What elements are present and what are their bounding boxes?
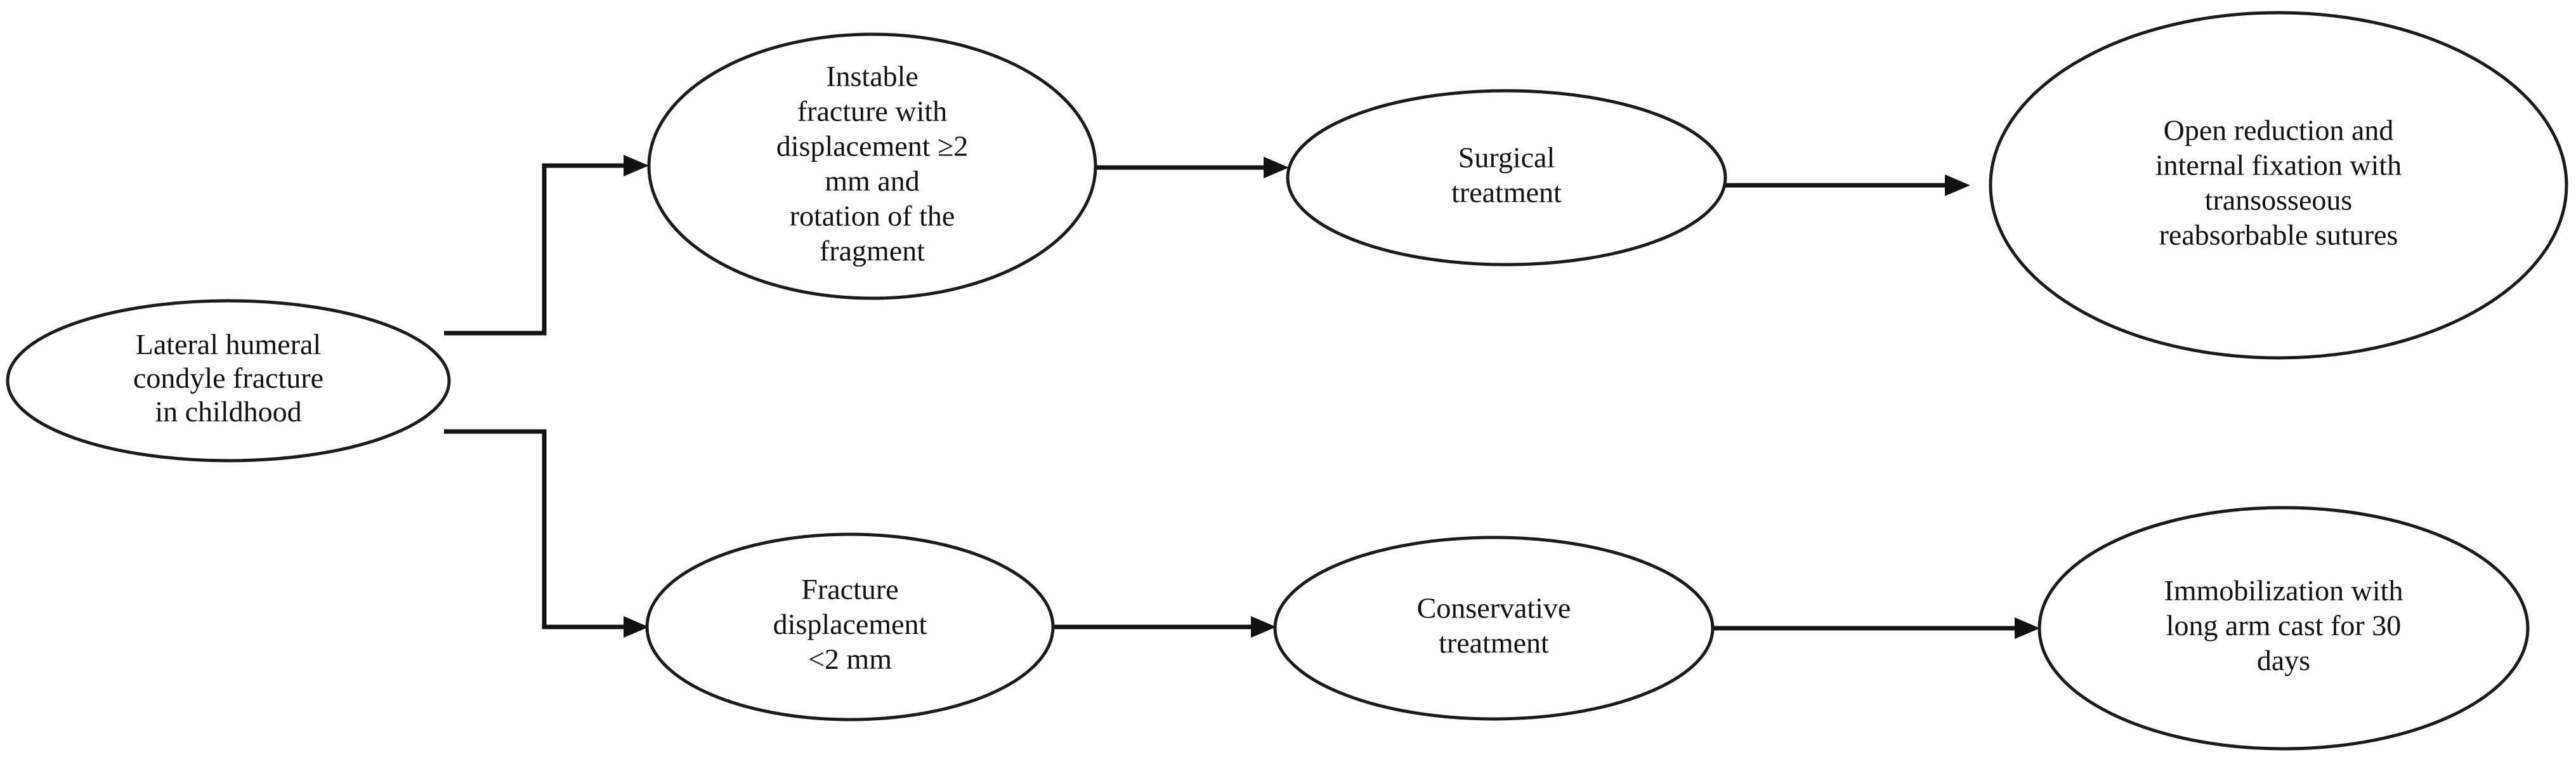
node-shape-open-reduction-internal-fixation xyxy=(1989,11,2568,360)
node-label-line: fragment xyxy=(820,234,925,267)
node-label-line: Open reduction and xyxy=(2164,114,2394,146)
node-label-line: <2 mm xyxy=(808,643,892,675)
edge-root-to-minimal-line xyxy=(444,429,634,629)
edges-layer xyxy=(444,155,2040,639)
node-label-line: in childhood xyxy=(155,395,301,428)
node-label-line: long arm cast for 30 xyxy=(2166,609,2401,642)
edge-root-to-instable xyxy=(444,155,649,336)
edge-minimal-to-conservative xyxy=(1053,616,1276,638)
node-shape-surgical-treatment xyxy=(1286,89,1727,267)
node-label-line: Surgical xyxy=(1458,141,1555,173)
edge-root-to-minimal-arrowhead xyxy=(624,616,649,638)
node-label-line: treatment xyxy=(1451,176,1562,208)
node-label-line: internal fixation with xyxy=(2155,148,2402,181)
node-label-line: days xyxy=(2257,644,2310,676)
edge-conservative-to-immobilization-arrowhead xyxy=(2015,617,2040,639)
node-shape-conservative-treatment xyxy=(1273,536,1715,721)
edge-surgical-to-orif xyxy=(1725,175,1970,196)
edge-instable-to-surgical-arrowhead xyxy=(1264,157,1289,178)
node-label-line: fracture with xyxy=(797,95,947,127)
node-label-line: reabsorbable sutures xyxy=(2159,218,2398,251)
node-label-line: mm and xyxy=(825,164,919,197)
node-label-line: displacement xyxy=(773,608,927,640)
node-shape-immobilization-long-arm-cast xyxy=(2037,506,2530,751)
node-label-line: Conservative xyxy=(1417,591,1571,624)
edge-instable-to-surgical xyxy=(1095,157,1289,178)
node-label-line: Lateral humeral xyxy=(136,328,321,360)
edge-root-to-instable-line xyxy=(444,163,634,336)
node-label-line: Instable xyxy=(826,60,919,92)
node-label-line: rotation of the xyxy=(790,199,955,232)
node-label-line: displacement ≥2 xyxy=(776,129,968,162)
edge-conservative-to-immobilization xyxy=(1713,617,2040,639)
node-label-line: condyle fracture xyxy=(133,362,324,394)
node-shape-lateral-humeral-condyle-fracture xyxy=(6,299,451,463)
node-label-line: treatment xyxy=(1439,626,1549,659)
node-shape-instable-fracture-criteria xyxy=(647,32,1097,300)
edge-root-to-minimal xyxy=(444,429,649,638)
node-label-line: Immobilization with xyxy=(2164,574,2403,607)
node-label-line: transosseous xyxy=(2205,183,2353,216)
edge-root-to-instable-arrowhead xyxy=(624,155,649,176)
node-shape-fracture-displacement-under-2mm xyxy=(645,532,1055,721)
edge-surgical-to-orif-arrowhead xyxy=(1945,175,1970,196)
edge-minimal-to-conservative-arrowhead xyxy=(1251,616,1276,638)
node-label-line: Fracture xyxy=(801,573,898,605)
